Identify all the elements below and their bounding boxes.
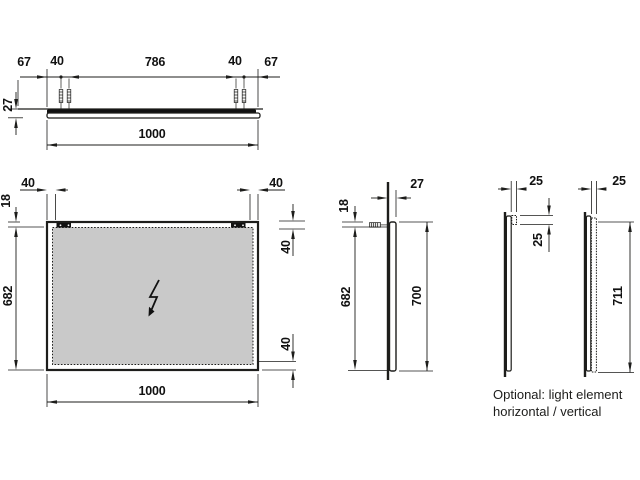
mirror-panel	[585, 215, 592, 372]
dim-label-682-side: 682	[339, 286, 353, 308]
dim-label-67-right: 67	[264, 55, 278, 69]
dim-label-40-front-tl: 40	[21, 176, 35, 190]
dim-label-27-top-view: 27	[1, 98, 15, 112]
dim-front-40-top-right	[237, 188, 285, 220]
side-view	[342, 182, 433, 380]
mirror-panel	[505, 215, 512, 372]
dim-optional-25-height	[520, 198, 553, 252]
mounting-bracket	[56, 223, 71, 228]
top-view	[8, 69, 280, 150]
dim-optional-711	[598, 221, 634, 373]
dim-label-40-right: 40	[228, 54, 242, 68]
light-element-horizontal	[511, 215, 517, 225]
dim-label-40-front-right-top: 40	[279, 240, 293, 254]
screw-icon	[369, 222, 388, 228]
dim-top-depth	[8, 92, 23, 135]
screw-icon	[58, 89, 64, 109]
dim-label-18-side: 18	[337, 199, 351, 213]
dim-label-786: 786	[144, 55, 166, 69]
dim-front-40-right-bottom	[258, 334, 296, 388]
mirror-panel	[388, 221, 397, 372]
dim-label-40-front-tr: 40	[269, 176, 283, 190]
dim-label-40-left: 40	[50, 54, 64, 68]
dim-front-18-682	[8, 207, 44, 371]
dim-label-25-height: 25	[531, 233, 545, 247]
dim-label-18-front: 18	[0, 194, 13, 208]
dim-label-1000-front: 1000	[138, 384, 166, 398]
screw-icon	[233, 89, 239, 109]
front-view	[8, 188, 305, 407]
dim-front-40-top-left	[20, 188, 68, 220]
dim-optional-25-depth-vertical	[578, 181, 607, 214]
dim-label-40-front-right-bottom: 40	[279, 337, 293, 351]
mirror-light-surface	[52, 227, 254, 365]
dim-label-25-vertical-depth: 25	[612, 174, 626, 188]
dim-label-27-side: 27	[410, 177, 424, 191]
optional-caption-line1: Optional: light element	[493, 387, 623, 402]
dim-top-chain	[17, 69, 280, 107]
dim-side-700	[399, 221, 433, 372]
mounting-bracket	[231, 223, 246, 228]
mirror-glass	[46, 112, 261, 119]
optional-side-views	[498, 181, 634, 377]
dim-label-67-left: 67	[17, 55, 31, 69]
electrical-connection-lightning-icon	[148, 279, 160, 317]
dim-label-682-front: 682	[1, 285, 15, 307]
screw-icon	[241, 89, 247, 109]
optional-caption-line2: horizontal / vertical	[493, 403, 602, 419]
variant-vertical-light	[578, 181, 634, 377]
dim-front-width	[46, 374, 259, 407]
dim-label-711: 711	[611, 286, 625, 306]
dim-label-1000-top-view: 1000	[138, 127, 166, 141]
variant-horizontal-light	[498, 181, 553, 377]
screw-icon	[66, 89, 72, 109]
dim-front-40-right-top	[279, 204, 305, 256]
dim-side-27	[371, 190, 411, 217]
dim-top-width	[46, 120, 259, 150]
dim-label-700-side: 700	[410, 285, 424, 307]
light-element-vertical	[590, 217, 597, 373]
dim-label-25-horizontal-depth: 25	[529, 174, 543, 188]
dim-side-18-682	[342, 206, 390, 371]
optional-caption: Optional: light element horizontal / ver…	[493, 387, 622, 420]
dim-optional-25-depth	[498, 181, 527, 212]
